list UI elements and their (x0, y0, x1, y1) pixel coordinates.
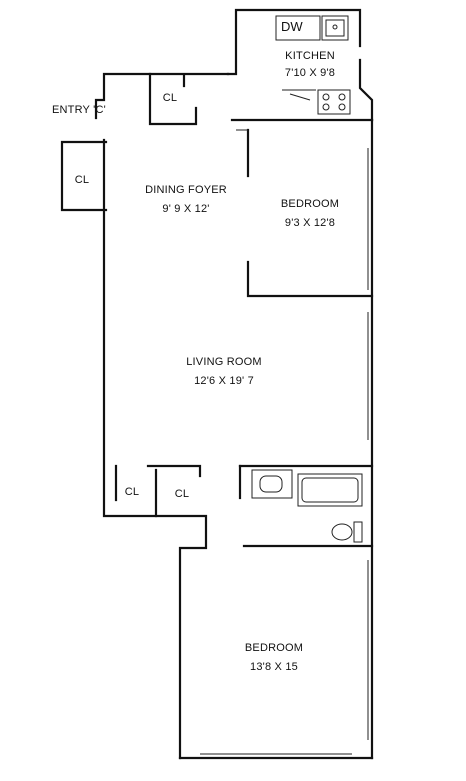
living-room-label: LIVING ROOM 12'6 X 19' 7 (174, 356, 274, 388)
entry-label: ENTRY 'C' (52, 104, 106, 116)
closet-bottom-left-label: CL (124, 486, 140, 498)
kitchen-stove (317, 89, 351, 115)
bedroom2-name: BEDROOM (244, 642, 304, 654)
kitchen-fixtures (275, 15, 351, 115)
closet-left-label: CL (74, 174, 90, 186)
bedroom2-size: 13'8 X 15 (250, 661, 298, 673)
kitchen-counter (282, 89, 316, 101)
dishwasher-label: DW (281, 19, 303, 34)
west-wall (102, 138, 208, 760)
bathtub-inner (301, 477, 359, 503)
kitchen-outer-wall (226, 8, 374, 122)
bathroom-fixtures (251, 469, 363, 543)
bedroom2-label: BEDROOM 13'8 X 15 (234, 642, 314, 674)
windows (200, 148, 369, 755)
bedroom1-name: BEDROOM (280, 198, 340, 210)
bedroom1-west-wall (246, 128, 374, 298)
north-corridor-wall (94, 72, 230, 120)
closet-top-label: CL (162, 92, 178, 104)
kitchen-sink-drain (332, 24, 338, 30)
toilet-tank (353, 521, 363, 543)
kitchen-name: KITCHEN (285, 50, 335, 62)
dishwasher-box (275, 15, 321, 41)
bathroom-sink (259, 475, 283, 493)
bathroom-vanity (251, 469, 293, 499)
bedroom1-size: 9'3 X 12'8 (284, 217, 336, 229)
burner-4 (338, 103, 346, 111)
exterior-walls (60, 8, 374, 760)
burner-3 (322, 103, 330, 111)
dining-foyer-name: DINING FOYER (145, 184, 227, 196)
bedroom1-label: BEDROOM 9'3 X 12'8 (270, 198, 350, 230)
closet-bottom-right-label: CL (174, 488, 190, 500)
interior-walls (114, 72, 374, 548)
kitchen-size: 7'10 X 9'8 (284, 67, 336, 79)
west-closet-wall (60, 140, 108, 212)
kitchen-label: KITCHEN 7'10 X 9'8 (280, 50, 340, 80)
top-closet-wall (148, 72, 198, 126)
living-room-name: LIVING ROOM (186, 356, 262, 368)
dining-foyer-size: 9' 9 X 12' (162, 203, 210, 215)
burner-2 (338, 93, 346, 101)
bottom-closets-wall (114, 464, 202, 518)
burner-1 (322, 93, 330, 101)
living-room-size: 12'6 X 19' 7 (194, 375, 254, 387)
dining-foyer-label: DINING FOYER 9' 9 X 12' (136, 184, 236, 216)
toilet-bowl (331, 523, 353, 541)
